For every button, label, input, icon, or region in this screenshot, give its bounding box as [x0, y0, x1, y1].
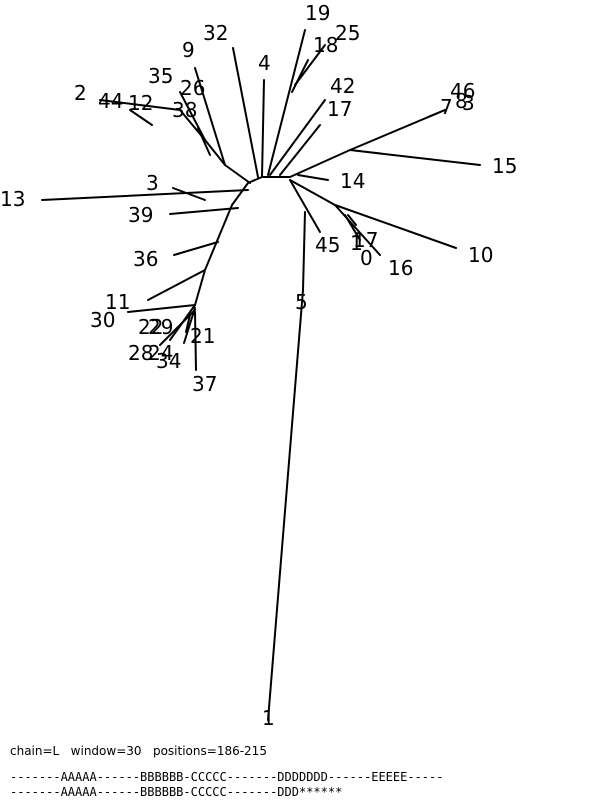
tree-branch: [269, 99, 326, 176]
tree-branch: [232, 47, 259, 178]
leaf-label: 42: [330, 74, 355, 98]
tree-branch: [127, 304, 196, 313]
leaf-label: 8: [455, 89, 468, 113]
tree-branch: [169, 207, 239, 215]
leaf-label: 32: [203, 21, 228, 45]
tree-branch: [185, 314, 191, 333]
leaf-label: 14: [340, 169, 365, 193]
tree-branch: [204, 139, 226, 166]
leaf-label: 21: [190, 324, 215, 348]
leaf-label: 1: [262, 706, 275, 730]
leaf-label: 15: [492, 154, 517, 178]
leaf-label: 44: [98, 89, 123, 113]
leaf-label: 12: [128, 91, 153, 115]
tree-branch: [129, 109, 153, 126]
leaf-label: 34: [156, 349, 181, 373]
tree-branch: [294, 44, 326, 86]
tree-branch: [279, 124, 321, 176]
tree-branch: [291, 59, 309, 93]
tree-branch: [302, 211, 306, 291]
tree-branch: [297, 174, 329, 181]
leaf-label: 0: [360, 246, 373, 270]
tree-branch: [267, 289, 304, 721]
leaf-label: 18: [313, 33, 338, 57]
tree-branch: [197, 127, 211, 156]
leaf-label: 13: [0, 187, 25, 211]
leaf-label: 37: [192, 372, 217, 396]
leaf-label: 7: [440, 95, 453, 119]
analysis-parameters-caption: chain=L window=30 positions=186-215: [10, 744, 267, 758]
leaf-label: 1: [350, 231, 363, 255]
leaf-label: 4: [258, 51, 271, 75]
tree-branch: [334, 204, 457, 249]
tree-branch: [347, 214, 357, 226]
leaf-label: 36: [133, 247, 158, 271]
tree-branch: [349, 149, 481, 166]
leaf-label: 28: [128, 341, 153, 365]
leaf-label: 22: [138, 315, 163, 339]
tree-branch: [172, 187, 206, 201]
leaf-label: 5: [295, 290, 308, 314]
leaf-label: 11: [105, 290, 130, 314]
tree-branch: [344, 214, 361, 241]
tree-branch: [231, 182, 249, 206]
tree-branch: [173, 241, 219, 256]
tree-branch: [261, 79, 265, 178]
sequence-line-2: -------AAAAA------BBBBBB-CCCCC-------DDD…: [10, 785, 343, 799]
tree-branch: [183, 307, 196, 344]
tree-branch: [289, 149, 351, 178]
leaf-label: 9: [182, 38, 195, 62]
tree-branch: [41, 189, 249, 201]
leaf-label: 39: [128, 203, 153, 227]
tree-branch: [427, 109, 446, 118]
tree-branch: [194, 67, 226, 166]
leaf-label: 10: [468, 243, 493, 267]
tree-branches: [41, 29, 481, 721]
leaf-label: 17: [327, 97, 352, 121]
leaf-label: 24: [148, 341, 173, 365]
leaf-label: 26: [180, 76, 205, 100]
tree-branch: [289, 179, 336, 206]
sequence-line-1: -------AAAAA------BBBBBB-CCCCC-------DDD…: [10, 770, 444, 784]
leaf-label: 30: [90, 308, 115, 332]
tree-branch: [224, 164, 251, 184]
leaf-label: 35: [148, 64, 173, 88]
tree-branch: [267, 29, 306, 176]
leaf-label: 25: [335, 21, 360, 45]
leaf-label: 29: [148, 315, 173, 339]
leaf-label: 3: [462, 91, 475, 115]
tree-branch: [204, 204, 233, 271]
leaf-label: 45: [315, 233, 340, 257]
tree-branch: [147, 269, 206, 301]
leaf-label: 2: [74, 81, 87, 105]
tree-branch: [194, 269, 206, 306]
tree-branch: [334, 204, 381, 256]
leaf-label: 19: [305, 1, 330, 25]
leaf-label: 46: [450, 79, 475, 103]
leaf-label: 16: [388, 256, 413, 280]
tree-branch: [194, 311, 197, 371]
leaf-label: 3: [146, 171, 159, 195]
tree-branch: [247, 176, 263, 184]
leaf-label: 17: [353, 228, 378, 252]
leaf-label: 38: [172, 98, 197, 122]
tree-branch: [289, 179, 321, 233]
tree-branch: [99, 99, 181, 111]
